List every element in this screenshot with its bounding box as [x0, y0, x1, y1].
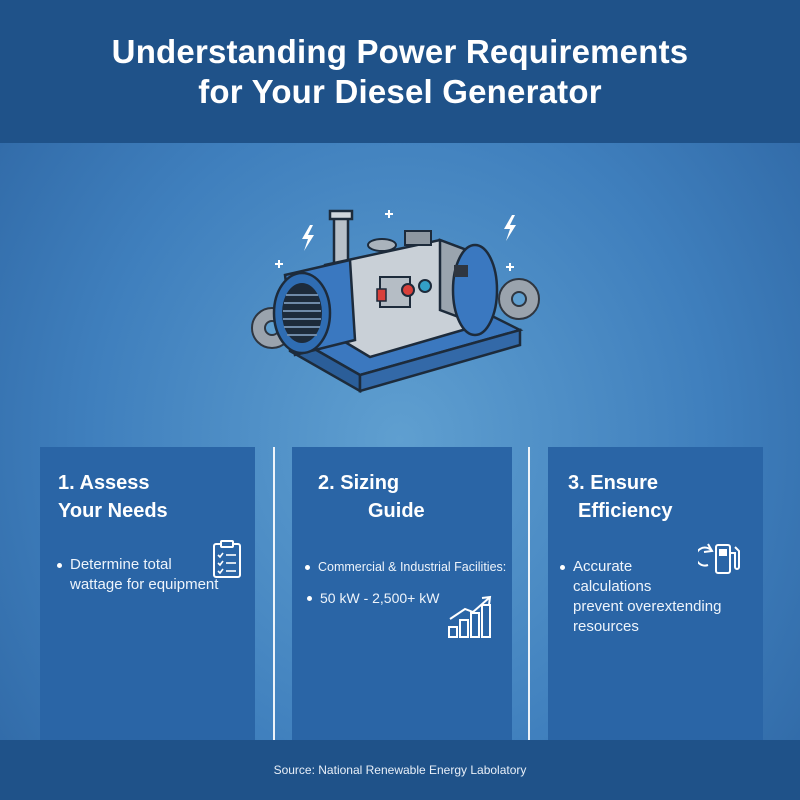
fuel-pump-icon — [698, 543, 740, 574]
card-title: 1. Assess Your Needs — [58, 472, 168, 522]
card-title: 3. Ensure Efficiency — [568, 472, 673, 522]
card-bullet-range: 50 kW - 2,500+ kW — [307, 588, 470, 608]
column-divider — [273, 447, 275, 740]
growth-bar-chart-icon — [448, 595, 492, 638]
footer-source: Source: National Renewable Energy Labola… — [0, 740, 800, 800]
column-divider — [528, 447, 530, 740]
page-title-line-1: Understanding Power Requirements — [111, 32, 689, 70]
card-ensure-efficiency: 3. Ensure Efficiency Accurate calculatio… — [548, 447, 763, 740]
card-sizing-guide: 2. Sizing Guide Commercial & Industrial … — [292, 447, 512, 740]
header-banner: Understanding Power Requirements for You… — [0, 0, 800, 143]
card-bullet: Accurate calculations prevent overextend… — [560, 557, 758, 637]
source-citation: Source: National Renewable Energy Labola… — [273, 763, 527, 777]
card-bullet: Determine total wattage for equipment — [57, 555, 240, 595]
card-bullet: Commercial & Industrial Facilities: — [305, 557, 508, 577]
card-title: 2. Sizing Guide — [318, 472, 425, 522]
clipboard-checklist-icon — [213, 540, 241, 578]
spark-icon — [275, 210, 516, 271]
page-title: Understanding Power Requirements for You… — [112, 32, 689, 112]
diesel-generator-icon — [251, 209, 540, 394]
page-title-line-2: for Your Diesel Generator — [198, 72, 602, 110]
card-assess-needs: 1. Assess Your Needs Determine total wat… — [40, 447, 255, 740]
